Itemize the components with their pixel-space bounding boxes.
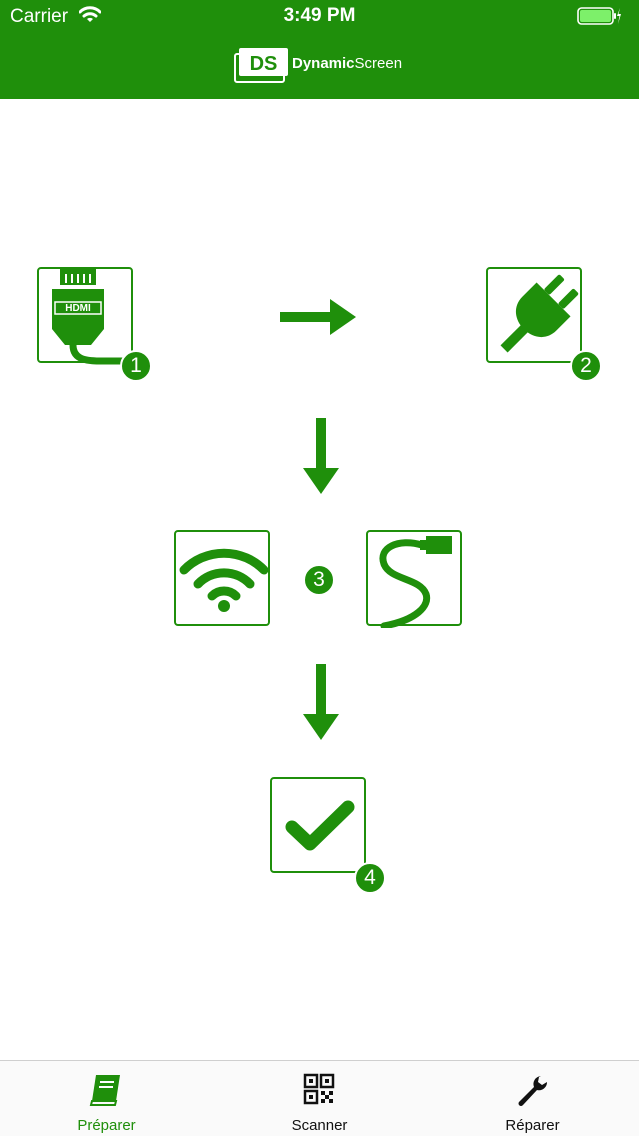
tab-bar: Préparer Scanner Réparer: [0, 1060, 639, 1136]
power-plug-icon: [500, 274, 579, 353]
wrench-icon: [518, 1076, 548, 1106]
book-icon: [89, 1075, 120, 1106]
step-3-ethernet-box: [366, 530, 462, 628]
tab-label: Scanner: [291, 1117, 348, 1134]
qr-code-icon: [303, 1073, 335, 1105]
carrier-label: Carrier: [10, 6, 69, 27]
step-3-badge: 3: [303, 564, 335, 596]
wifi-icon: [179, 548, 269, 612]
tab-reparer[interactable]: Réparer: [426, 1061, 639, 1137]
arrow-down-icon: [303, 418, 339, 494]
logo-text-regular: Screen: [354, 55, 403, 72]
checkmark-icon: [285, 800, 355, 851]
arrow-right-icon: [280, 299, 356, 335]
wifi-status-icon: [78, 6, 102, 24]
hdmi-cable-icon: HDMI: [52, 269, 135, 365]
step-4-badge: 4: [354, 862, 386, 894]
tab-label: Réparer: [505, 1117, 560, 1134]
step-2-plug-box: [486, 267, 582, 363]
logo-text-bold: Dynamic: [292, 55, 355, 72]
battery-icon: [577, 7, 621, 25]
step-3-wifi-box: [174, 530, 270, 626]
step-1-badge: 1: [120, 350, 152, 382]
arrow-down-icon: [303, 664, 339, 740]
dynamicscreen-logo: DS DynamicScreen: [233, 45, 408, 85]
tab-label: Préparer: [77, 1117, 136, 1134]
tab-scanner[interactable]: Scanner: [213, 1061, 426, 1137]
step-1-hdmi-box: HDMI: [37, 267, 135, 365]
logo-text: DynamicScreen: [292, 55, 402, 72]
step-4-check-box: [270, 777, 366, 873]
step-2-badge: 2: [570, 350, 602, 382]
logo-mark: DS: [250, 53, 278, 75]
tab-preparer[interactable]: Préparer: [0, 1061, 213, 1137]
app-header: Carrier 3:49 PM DS DynamicScreen: [0, 0, 639, 99]
status-time: 3:49 PM: [283, 5, 356, 26]
svg-text:HDMI: HDMI: [65, 303, 91, 314]
status-bar: Carrier 3:49 PM: [0, 0, 639, 34]
ethernet-cable-icon: [379, 536, 452, 628]
